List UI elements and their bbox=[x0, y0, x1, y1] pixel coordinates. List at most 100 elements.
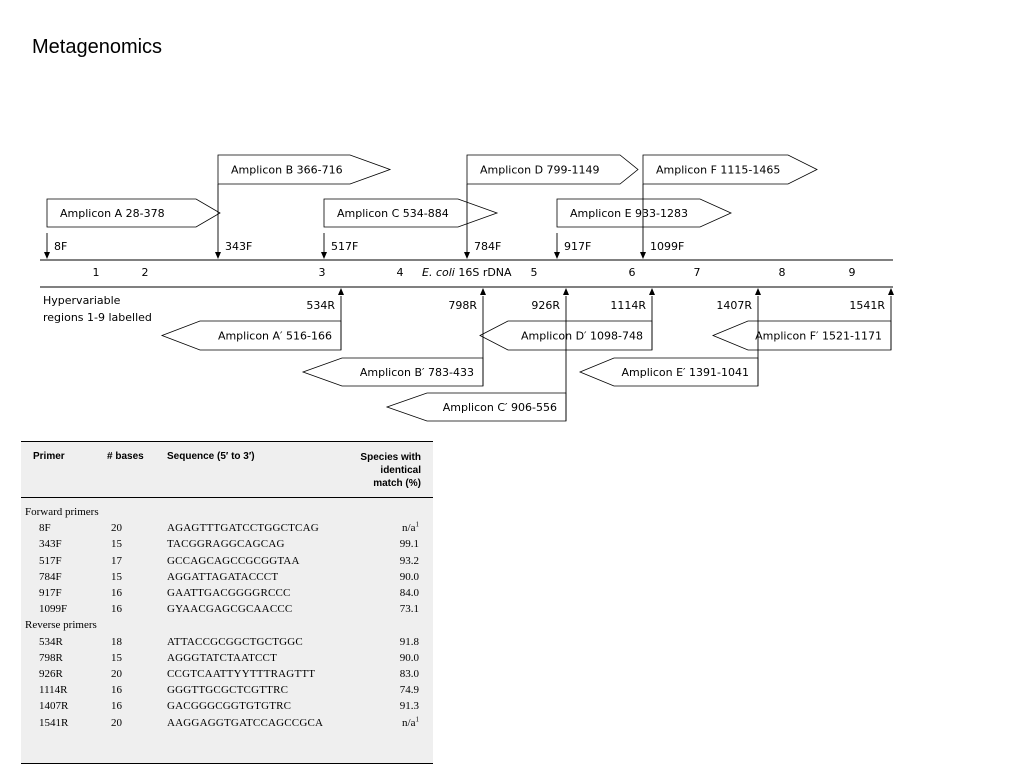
reverse-primer-arrowhead-3 bbox=[649, 288, 655, 295]
table-row: 1114R 16 GGGTTGCGCTCGTTRC 74.9 bbox=[21, 682, 433, 698]
forward-amplicon-arrow-4 bbox=[556, 198, 732, 228]
reverse-sequence-5: AAGGAGGTGATCCAGCCGCA bbox=[167, 716, 324, 729]
forward-amplicon-label-2: Amplicon C 534-884 bbox=[337, 207, 449, 220]
reverse-match-0: 91.8 bbox=[399, 635, 419, 648]
region-number-4: 4 bbox=[397, 266, 404, 279]
reverse-amplicon-label-5: Amplicon F′ 1521-1171 bbox=[755, 330, 882, 343]
reverse-sequence-1: AGGGTATCTAATCCT bbox=[167, 651, 278, 664]
section-forward-label: Forward primers bbox=[25, 506, 99, 518]
reverse-sequence-2: CCGTCAATTYYTTTRAGTTT bbox=[167, 668, 316, 681]
primer-table-panel: Primer # bases Sequence (5′ to 3′) Speci… bbox=[21, 441, 433, 764]
forward-primer-2: 517F bbox=[39, 554, 62, 567]
region-number-5: 5 bbox=[531, 266, 538, 279]
reverse-match-4: 91.3 bbox=[399, 700, 419, 713]
forward-amplicon-label-1: Amplicon B 366-716 bbox=[231, 164, 343, 177]
header-match-line2: identical bbox=[380, 465, 421, 476]
forward-primer-arrowhead-0 bbox=[44, 252, 50, 259]
forward-primer-0: 8F bbox=[39, 522, 51, 535]
reverse-sequence-0: ATTACCGCGGCTGCTGGC bbox=[167, 635, 303, 648]
reverse-bases-2: 20 bbox=[111, 668, 122, 681]
reverse-match-3: 74.9 bbox=[399, 684, 419, 697]
forward-bases-5: 16 bbox=[111, 603, 122, 616]
reverse-bases-5: 20 bbox=[111, 716, 122, 729]
forward-match-2: 93.2 bbox=[399, 554, 419, 567]
reverse-primer-2: 926R bbox=[39, 668, 63, 681]
reverse-amplicon-label-3: Amplicon D′ 1098-748 bbox=[521, 330, 643, 343]
forward-primer-label-2: 517F bbox=[331, 240, 358, 253]
forward-amplicon-arrow-1 bbox=[217, 154, 392, 185]
forward-bases-1: 15 bbox=[111, 538, 122, 551]
table-row: 784F 15 AGGATTAGATACCCT 90.0 bbox=[21, 569, 433, 585]
reverse-primer-label-5: 1541R bbox=[849, 299, 885, 312]
header-match: Species with identical match (%) bbox=[347, 442, 433, 498]
forward-amplicon-label-5: Amplicon F 1115-1465 bbox=[656, 164, 780, 177]
reverse-primer-1: 798R bbox=[39, 651, 63, 664]
forward-amplicon-arrow-5 bbox=[642, 154, 818, 185]
reverse-sequence-3: GGGTTGCGCTCGTTRC bbox=[167, 684, 289, 697]
forward-primer-label-4: 917F bbox=[564, 240, 591, 253]
reverse-match-2: 83.0 bbox=[399, 668, 419, 681]
forward-primer-5: 1099F bbox=[39, 603, 68, 616]
forward-primer-arrowhead-1 bbox=[215, 252, 221, 259]
header-primer: Primer bbox=[21, 442, 103, 498]
forward-match-0: n/a1 bbox=[402, 520, 419, 535]
forward-amplicon-arrow-0 bbox=[46, 198, 221, 228]
forward-match-3: 90.0 bbox=[399, 570, 419, 583]
region-number-3: 3 bbox=[319, 266, 326, 279]
forward-primer-arrowhead-4 bbox=[554, 252, 560, 259]
forward-amplicon-label-0: Amplicon A 28-378 bbox=[60, 207, 165, 220]
table-row: 1099F 16 GYAACGAGCGCAACCC 73.1 bbox=[21, 601, 433, 617]
forward-primer-label-3: 784F bbox=[474, 240, 501, 253]
reverse-primer-arrowhead-2 bbox=[563, 288, 569, 295]
forward-primer-arrowhead-5 bbox=[640, 252, 646, 259]
table-row: 1541R 20 AAGGAGGTGATCCAGCCGCA n/a1 bbox=[21, 715, 433, 731]
forward-primer-arrowhead-2 bbox=[321, 252, 327, 259]
forward-primer-3: 784F bbox=[39, 570, 62, 583]
reverse-primer-arrowhead-0 bbox=[338, 288, 344, 295]
reverse-primer-5: 1541R bbox=[39, 716, 69, 729]
table-row: 926R 20 CCGTCAATTYYTTTRAGTTT 83.0 bbox=[21, 666, 433, 682]
forward-bases-3: 15 bbox=[111, 570, 122, 583]
reverse-amplicon-label-1: Amplicon B′ 783-433 bbox=[360, 366, 474, 379]
reverse-primer-arrowhead-1 bbox=[480, 288, 486, 295]
table-header-row: Primer # bases Sequence (5′ to 3′) Speci… bbox=[21, 442, 433, 498]
forward-sequence-3: AGGATTAGATACCCT bbox=[167, 570, 279, 583]
hypervariable-note-line2: regions 1-9 labelled bbox=[43, 311, 152, 324]
region-number-2: 2 bbox=[142, 266, 149, 279]
slide-title: Metagenomics bbox=[32, 36, 163, 58]
reverse-primer-label-0: 534R bbox=[306, 299, 335, 312]
reverse-primer-4: 1407R bbox=[39, 700, 69, 713]
axis-label-rest: 16S rDNA bbox=[455, 266, 512, 279]
forward-bases-4: 16 bbox=[111, 587, 122, 600]
axis-label-italic: E. coli bbox=[422, 266, 455, 279]
reverse-bases-3: 16 bbox=[111, 684, 122, 697]
forward-amplicon-label-3: Amplicon D 799-1149 bbox=[480, 164, 600, 177]
forward-sequence-4: GAATTGACGGGGRCCC bbox=[167, 587, 291, 600]
section-reverse: Reverse primers bbox=[21, 617, 433, 633]
reverse-primer-label-1: 798R bbox=[448, 299, 477, 312]
forward-amplicon-label-4: Amplicon E 933-1283 bbox=[570, 207, 688, 220]
forward-sequence-5: GYAACGAGCGCAACCC bbox=[167, 603, 293, 616]
header-sequence: Sequence (5′ to 3′) bbox=[163, 442, 348, 498]
forward-primer-4: 917F bbox=[39, 587, 62, 600]
reverse-primer-3: 1114R bbox=[39, 684, 68, 697]
forward-match-1: 99.1 bbox=[399, 538, 419, 551]
section-forward: Forward primers bbox=[21, 504, 433, 520]
reverse-amplicon-label-4: Amplicon E′ 1391-1041 bbox=[622, 366, 749, 379]
reverse-bases-0: 18 bbox=[111, 635, 122, 648]
forward-primer-1: 343F bbox=[39, 538, 62, 551]
forward-primer-label-0: 8F bbox=[54, 240, 67, 253]
forward-match-5: 73.1 bbox=[399, 603, 419, 616]
hypervariable-note-line1: Hypervariable bbox=[43, 294, 121, 307]
reverse-match-5: n/a1 bbox=[402, 714, 419, 729]
region-number-6: 6 bbox=[629, 266, 636, 279]
reverse-match-1: 90.0 bbox=[399, 651, 419, 664]
region-number-8: 8 bbox=[779, 266, 786, 279]
region-number-1: 1 bbox=[93, 266, 100, 279]
header-bases: # bases bbox=[103, 442, 163, 498]
